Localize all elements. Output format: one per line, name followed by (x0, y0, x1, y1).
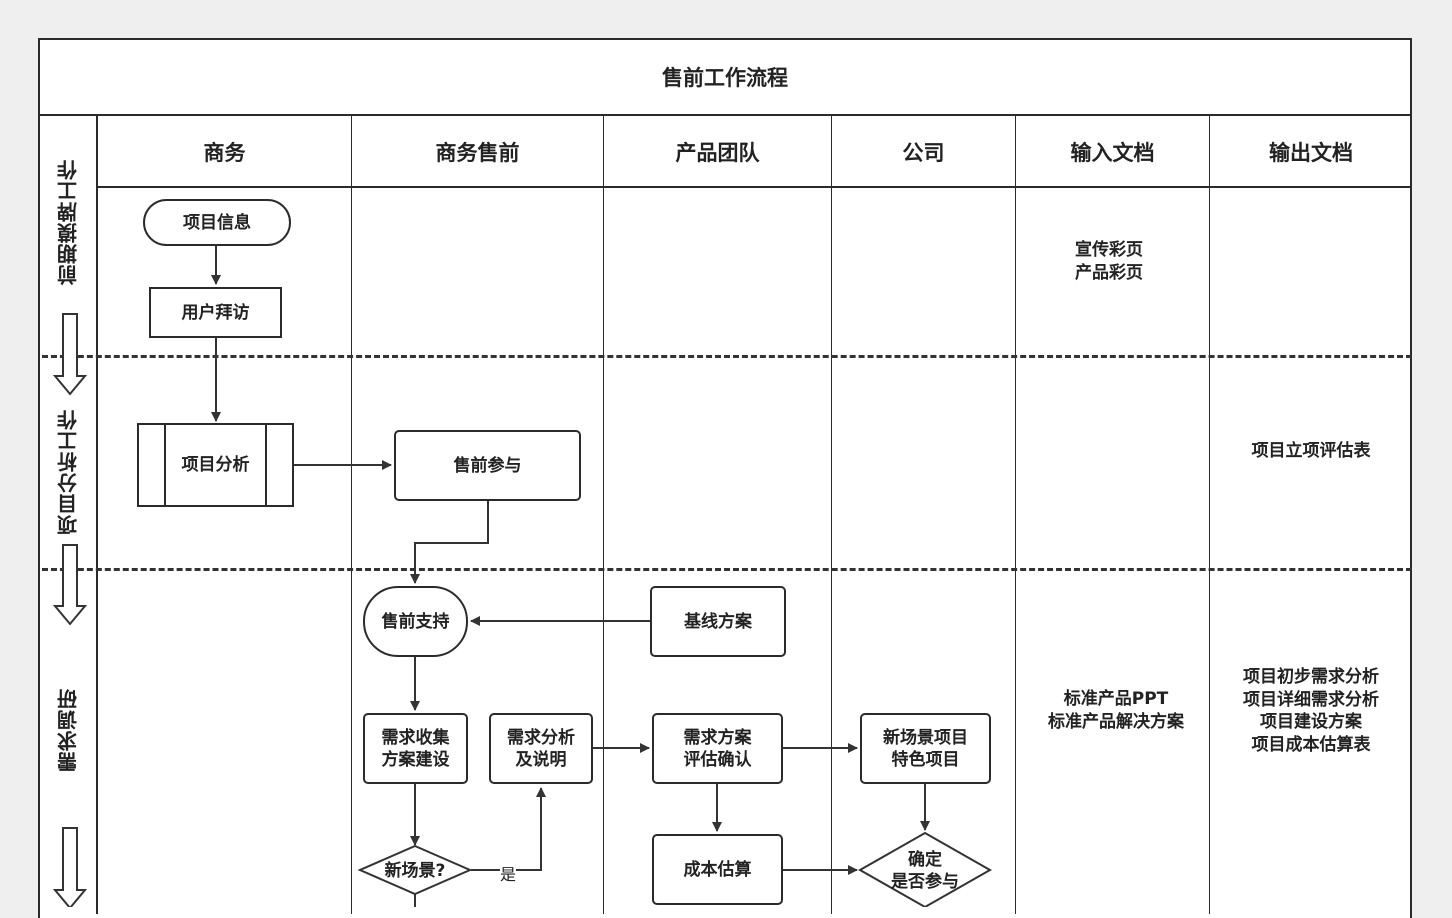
column-header-output-docs: 输出文档 (1269, 141, 1353, 165)
phase-down-arrow-icon (52, 827, 88, 907)
diagram-title: 售前工作流程 (40, 40, 1410, 116)
output-docs-phase3: 项目初步需求分析 项目详细需求分析 项目建设方案 项目成本估算表 (1243, 667, 1379, 755)
column-divider (831, 114, 832, 914)
predefined-process-bar (164, 425, 166, 505)
header-divider (98, 186, 1412, 188)
column-header-business: 商务 (203, 141, 246, 165)
column-divider (1015, 114, 1016, 914)
column-divider (351, 114, 352, 914)
phase-down-arrow-icon (52, 544, 88, 626)
column-header-product-team: 产品团队 (675, 141, 760, 165)
phase-separator (42, 355, 1412, 358)
column-divider (1209, 114, 1210, 914)
input-docs-phase1: 宣传彩页 产品彩页 (1075, 240, 1143, 283)
phase-down-arrow-icon (52, 313, 88, 396)
node-project-analysis-label: 项目分析 (181, 455, 250, 475)
decision-label-participation: 确定 是否参与 (891, 850, 959, 892)
decision-label-new-scene: 新场景? (384, 861, 446, 881)
node-new-scene-project: 新场景项目 特色项目 (860, 713, 991, 784)
phase-column-divider (96, 114, 98, 914)
edge-decision-yes-to-analysis (471, 787, 546, 871)
node-project-analysis: 项目分析 (137, 423, 294, 507)
predefined-process-bar (265, 425, 267, 505)
node-user-visit: 用户拜访 (149, 287, 282, 338)
phase-separator (42, 568, 1412, 571)
column-header-business-presales: 商务售前 (435, 141, 520, 165)
node-requirement-collection: 需求收集 方案建设 (363, 713, 468, 784)
input-docs-phase3: 标准产品PPT 标准产品解决方案 (1048, 689, 1184, 732)
column-divider (603, 114, 604, 914)
output-docs-phase2: 项目立项评估表 (1251, 441, 1371, 461)
decision-shape-new-scene (357, 844, 473, 896)
node-presales-support: 售前支持 (363, 586, 468, 657)
edge-label-yes: 是 (500, 861, 517, 885)
node-requirement-analysis: 需求分析 及说明 (489, 713, 593, 784)
edge-participation-to-support (410, 501, 489, 584)
node-plan-confirmation: 需求方案 评估确认 (652, 713, 783, 784)
decision-shape-participation (857, 831, 993, 907)
node-project-info: 项目信息 (143, 199, 291, 246)
node-cost-estimate: 成本估算 (652, 834, 783, 905)
column-header-input-docs: 输入文档 (1070, 141, 1155, 165)
node-presales-participation: 售前参与 (394, 430, 581, 501)
node-baseline-plan: 基线方案 (650, 586, 786, 657)
column-header-company: 公司 (902, 141, 945, 165)
